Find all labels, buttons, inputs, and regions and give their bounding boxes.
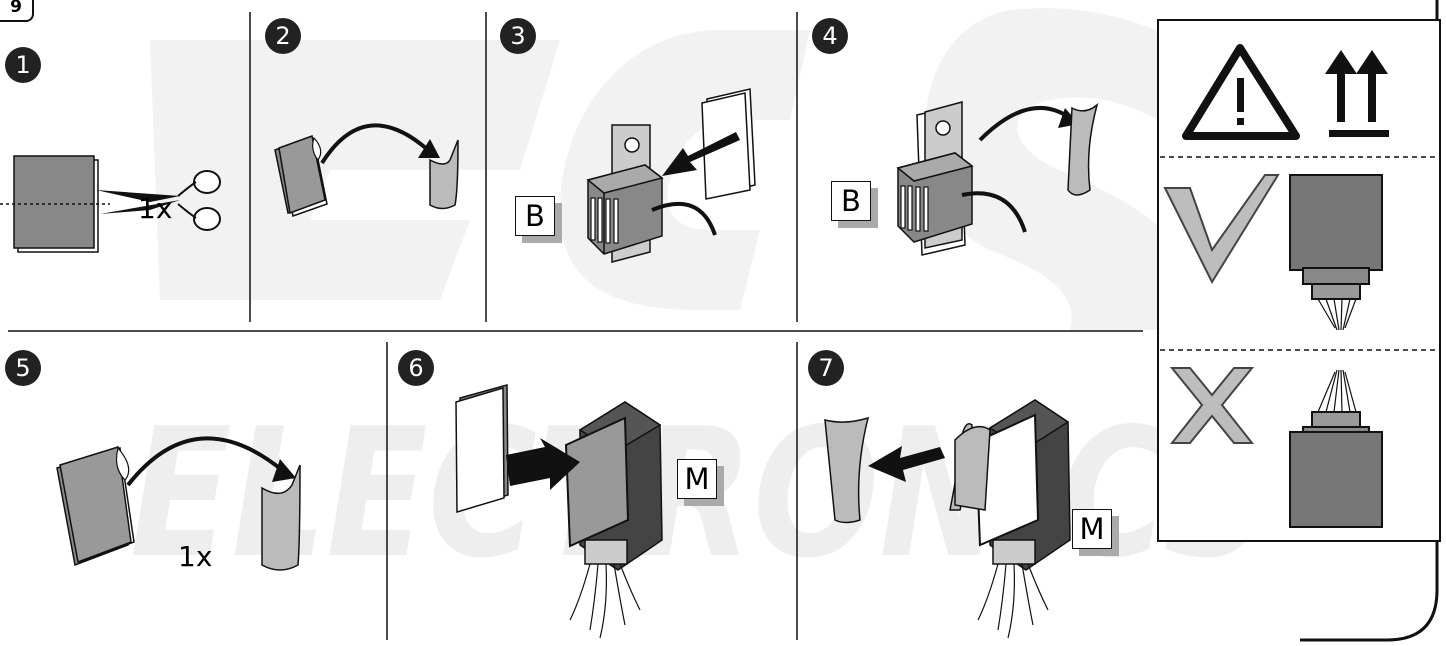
connector-wrong-icon (1289, 369, 1383, 528)
figure-number: 9 (0, 0, 34, 22)
step6-label-m: M (677, 459, 717, 499)
step2-peel-film (274, 123, 459, 217)
step1-multiplier: 1x (138, 192, 173, 225)
step-number-2: 2 (265, 18, 301, 54)
panel-dividers (8, 12, 1143, 640)
step3-label-b: B (515, 196, 555, 236)
step7-module-m-peel (824, 399, 1071, 639)
step-number-1: 1 (5, 47, 41, 83)
step1-paper-scissors (0, 155, 221, 253)
step4-label-b: B (831, 181, 871, 221)
cross-icon (1169, 367, 1255, 444)
warning-triangle-icon (1182, 44, 1300, 140)
step-number-4: 4 (812, 18, 848, 54)
check-mark-icon (1163, 174, 1280, 285)
this-way-up-arrows-icon (1325, 50, 1389, 137)
page-border (1300, 0, 1439, 642)
step-number-3: 3 (500, 18, 536, 54)
connector-correct-icon (1289, 174, 1383, 331)
step7-label-m: M (1072, 509, 1112, 549)
step3-module-b (586, 88, 756, 263)
step-number-7: 7 (808, 350, 844, 386)
step5-multiplier: 1x (178, 540, 213, 573)
step-number-5: 5 (5, 350, 41, 386)
step-number-6: 6 (398, 350, 434, 386)
step4-module-b-peel (896, 101, 1099, 256)
step5-peel-film (56, 436, 301, 571)
step6-module-m (455, 384, 663, 639)
